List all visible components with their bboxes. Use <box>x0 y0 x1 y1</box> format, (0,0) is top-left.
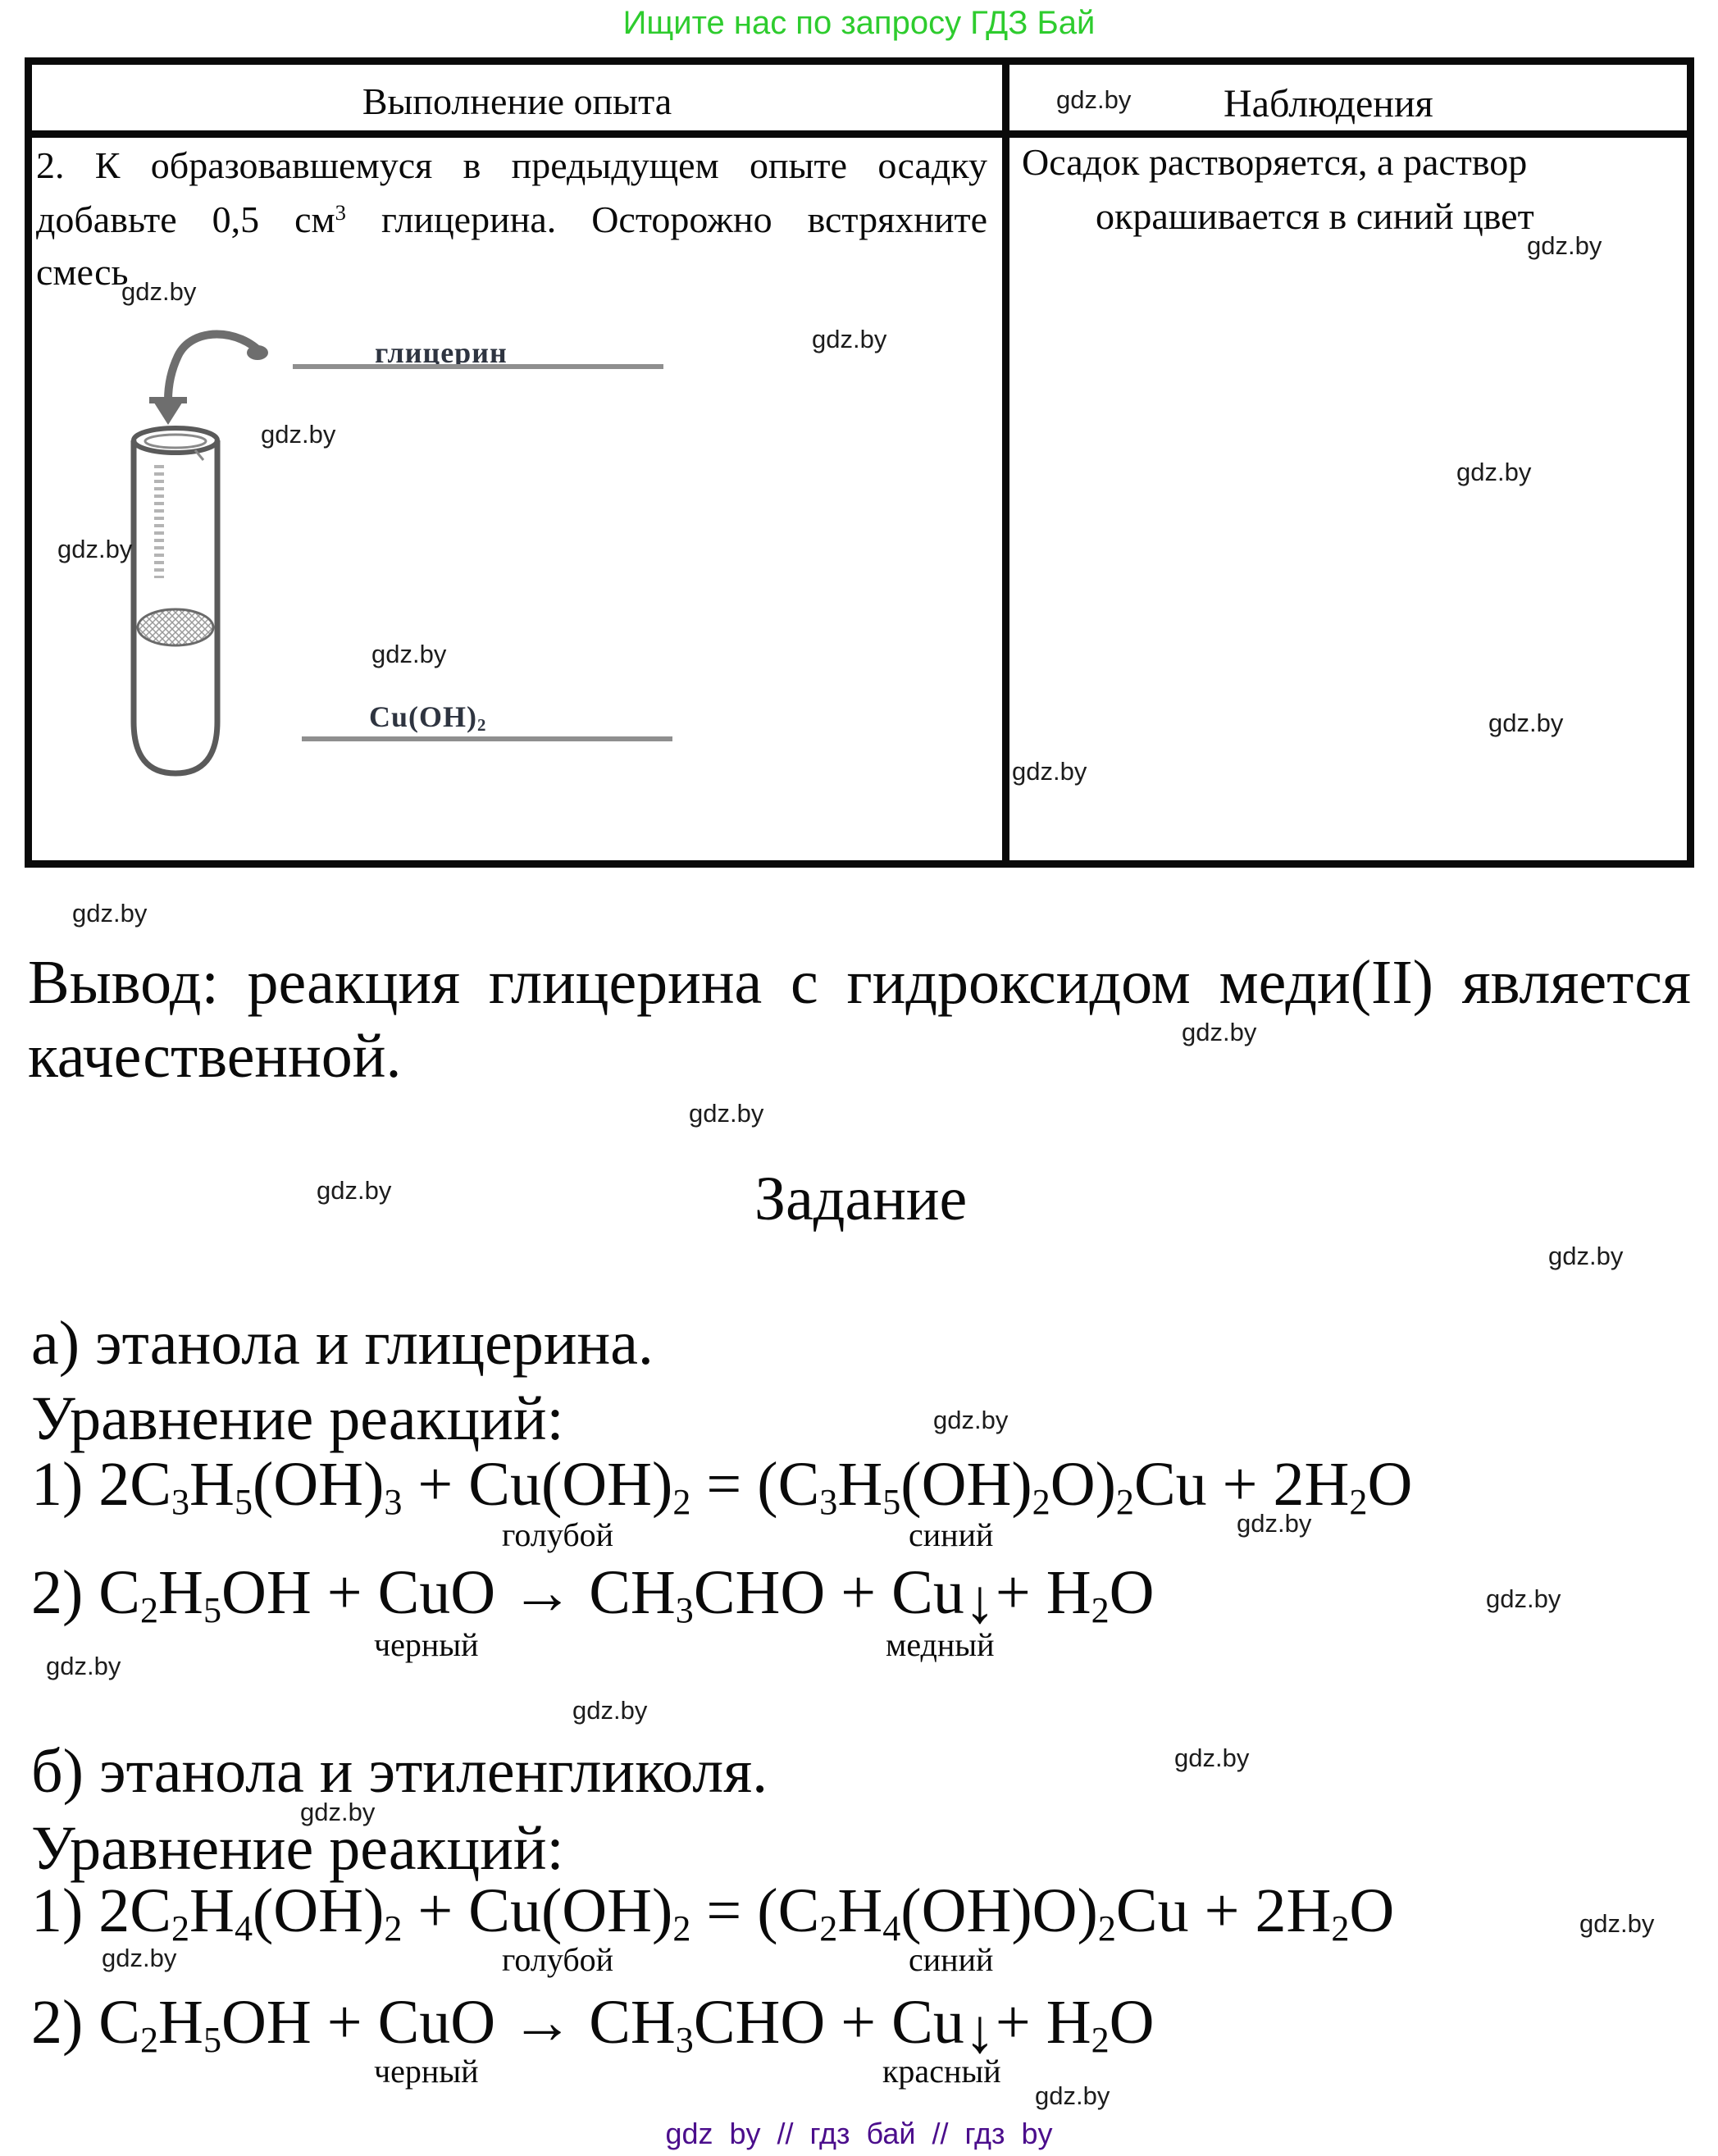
gdz-watermark: gdz.by <box>1056 85 1132 114</box>
part-b-equation-2: 2) C2H5OH + CuO → CH3CHO + Cu↓+ H2O <box>31 1988 1155 2066</box>
gdz-watermark: gdz.by <box>261 420 336 449</box>
color-label-goluboy-a: голубой <box>502 1516 614 1553</box>
promo-banner-top: Ищите нас по запросу ГДЗ Бай <box>622 5 1096 41</box>
column-header-procedure: Выполнение опыта <box>362 80 672 122</box>
gdz-watermark: gdz.by <box>1488 709 1564 737</box>
part-a-equation-2: 2) C2H5OH + CuO → CH3CHO + Cu↓+ H2O <box>31 1558 1155 1636</box>
glycerin-underline <box>293 364 663 369</box>
color-label-cherny-a: черный <box>374 1626 479 1663</box>
gdz-watermark: gdz.by <box>1548 1242 1624 1270</box>
gdz-watermark: gdz.by <box>1486 1584 1561 1613</box>
color-label-medny-a: медный <box>886 1626 995 1663</box>
task-heading: Задание <box>754 1165 968 1233</box>
gdz-watermark: gdz.by <box>57 535 133 563</box>
pour-arrow-icon <box>149 330 268 425</box>
cuoh2-underline <box>302 736 672 741</box>
part-a-title: а) этанола и глицерина. <box>31 1309 654 1378</box>
part-b-subtitle: Уравнение реакций: <box>31 1814 564 1883</box>
gdz-watermark: gdz.by <box>371 640 447 668</box>
color-label-siniy-b: синий <box>909 1941 994 1978</box>
gdz-watermark: gdz.by <box>317 1176 392 1205</box>
table-column-divider <box>1002 65 1009 860</box>
column-header-observations: Наблюдения <box>1224 82 1433 125</box>
part-a-subtitle: Уравнение реакций: <box>31 1384 564 1453</box>
conclusion-line-1: Вывод: реакция глицерина с гидроксидом м… <box>28 948 1691 1017</box>
reagent-label-glycerin: глицерин <box>375 336 508 369</box>
gdz-watermark: gdz.by <box>572 1696 648 1725</box>
gdz-watermark: gdz.by <box>300 1798 376 1826</box>
lab-report-table <box>25 57 1694 868</box>
procedure-text-line-3: смесь <box>36 251 129 293</box>
gdz-watermark: gdz.by <box>1035 2081 1110 2110</box>
gdz-watermark: gdz.by <box>1182 1018 1257 1046</box>
gdz-watermark: gdz.by <box>1237 1509 1312 1538</box>
gdz-watermark: gdz.by <box>121 277 197 306</box>
part-b-title: б) этанола и этиленгликоля. <box>31 1737 768 1806</box>
observation-line-1: Осадок растворяется, а раствор <box>1022 141 1528 183</box>
color-label-krasny-b: красный <box>882 2053 1001 2090</box>
gdz-watermark: gdz.by <box>933 1406 1009 1434</box>
gdz-watermark: gdz.by <box>1456 458 1532 486</box>
gdz-watermark: gdz.by <box>689 1099 764 1128</box>
gdz-watermark: gdz.by <box>72 899 148 928</box>
test-tube-illustration <box>130 426 221 777</box>
gdz-watermark: gdz.by <box>1174 1743 1250 1772</box>
table-header-divider <box>32 130 1687 138</box>
part-b-equation-1: 1) 2C2H4(OH)2 + Cu(OH)2 = (C2H4(OH)O)2Cu… <box>31 1876 1395 1949</box>
precipitate-label-cuoh2: Cu(OH)2 <box>369 700 487 736</box>
procedure-text-line-1: 2. К образовавшемуся в предыдущем опыте … <box>36 144 987 186</box>
gdz-watermark: gdz.by <box>46 1652 121 1680</box>
procedure-text-line-2: добавьте 0,5 см3 глицерина. Осторожно вс… <box>36 198 988 240</box>
color-label-goluboy-b: голубой <box>502 1941 614 1978</box>
gdz-watermark: gdz.by <box>1527 231 1602 260</box>
color-label-siniy-a: синий <box>909 1516 994 1553</box>
conclusion-line-2: качественной. <box>28 1022 402 1091</box>
observation-line-2: окрашивается в синий цвет <box>1096 195 1534 237</box>
color-label-cherny-b: черный <box>374 2053 479 2090</box>
part-a-equation-1: 1) 2C3H5(OH)3 + Cu(OH)2 = (C3H5(OH)2O)2C… <box>31 1450 1413 1523</box>
gdz-watermark: gdz.by <box>812 325 887 353</box>
promo-banner-bottom: gdz by // гдз бай // гдз by <box>665 2117 1053 2150</box>
gdz-watermark: gdz.by <box>102 1944 177 1972</box>
gdz-watermark: gdz.by <box>1012 757 1087 786</box>
gdz-watermark: gdz.by <box>1579 1909 1655 1938</box>
